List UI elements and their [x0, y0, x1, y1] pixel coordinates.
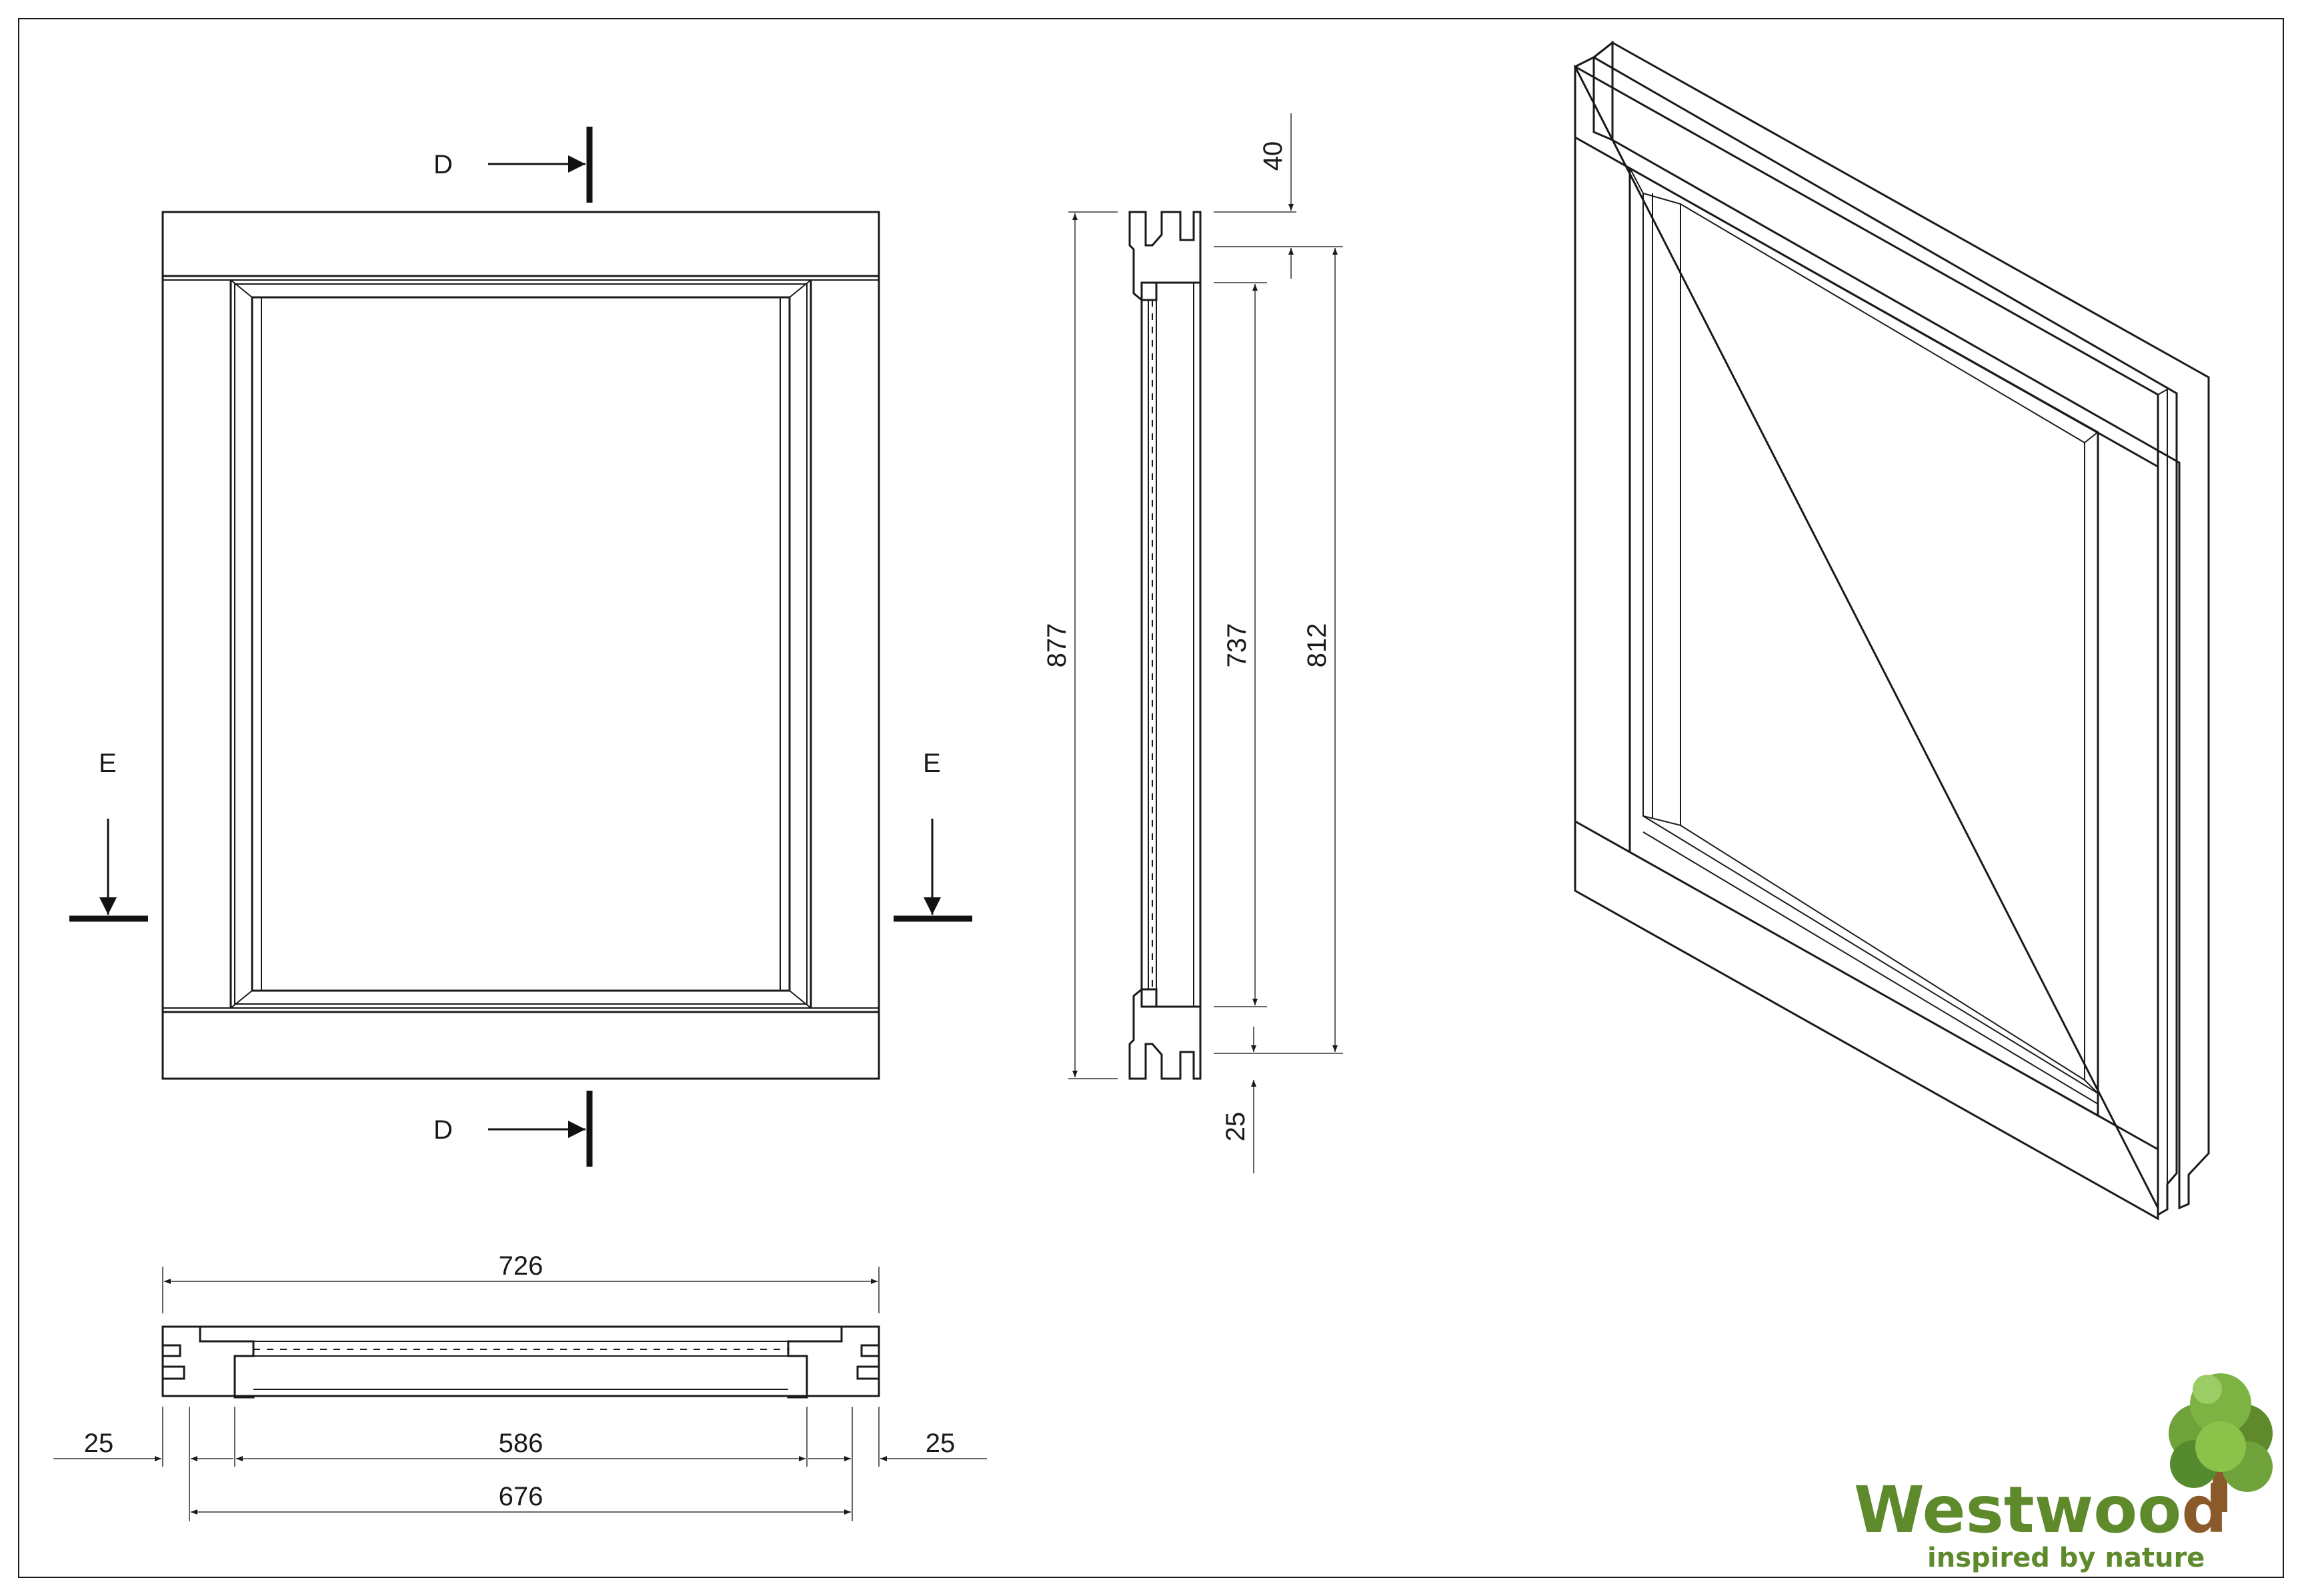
section-marker-d-top: D: [433, 127, 593, 203]
svg-text:586: 586: [499, 1429, 543, 1458]
svg-text:40: 40: [1258, 141, 1288, 171]
dim-total-height: 877: [1042, 211, 1118, 1079]
dim-right-margin: 25: [808, 1407, 987, 1467]
section-label-e-right: E: [923, 749, 941, 778]
svg-text:25: 25: [1221, 1112, 1250, 1142]
tree-icon: [2169, 1373, 2273, 1512]
svg-text:812: 812: [1302, 623, 1332, 668]
dim-mid-height: 812: [1214, 246, 1343, 1054]
section-label-d-bottom: D: [433, 1115, 453, 1145]
dim-bottom-offset: 25: [1221, 1027, 1256, 1173]
section-label-d-top: D: [433, 150, 453, 179]
svg-text:737: 737: [1222, 623, 1252, 668]
dim-total-width: 726: [162, 1251, 880, 1313]
dim-mid-width: 676: [189, 1407, 853, 1521]
svg-text:25: 25: [84, 1429, 114, 1458]
svg-text:726: 726: [499, 1251, 543, 1281]
dim-top-offset: 40: [1214, 113, 1296, 279]
section-marker-d-bottom: D: [433, 1091, 593, 1167]
section-label-e-left: E: [99, 749, 117, 778]
front-view: [161, 211, 880, 1080]
dim-inner-width: 586: [234, 1407, 808, 1467]
dim-left-margin: 25: [53, 1407, 233, 1467]
isometric-view: [1573, 40, 2210, 1221]
section-view-e: [161, 1325, 880, 1399]
section-marker-e-right: E: [894, 749, 972, 922]
section-marker-e-left: E: [69, 749, 148, 922]
svg-text:676: 676: [499, 1482, 543, 1511]
drawing-border: [18, 18, 2284, 1578]
brand-name: Westwood: [1854, 1473, 2227, 1547]
brand-tagline: inspired by nature: [1927, 1543, 2205, 1573]
brand-logo: Westwood inspired by nature: [1854, 1373, 2273, 1573]
svg-text:25: 25: [926, 1429, 956, 1458]
dim-inner-height: 737: [1214, 282, 1267, 1007]
svg-text:877: 877: [1042, 623, 1072, 668]
section-view-d: [1128, 211, 1202, 1080]
